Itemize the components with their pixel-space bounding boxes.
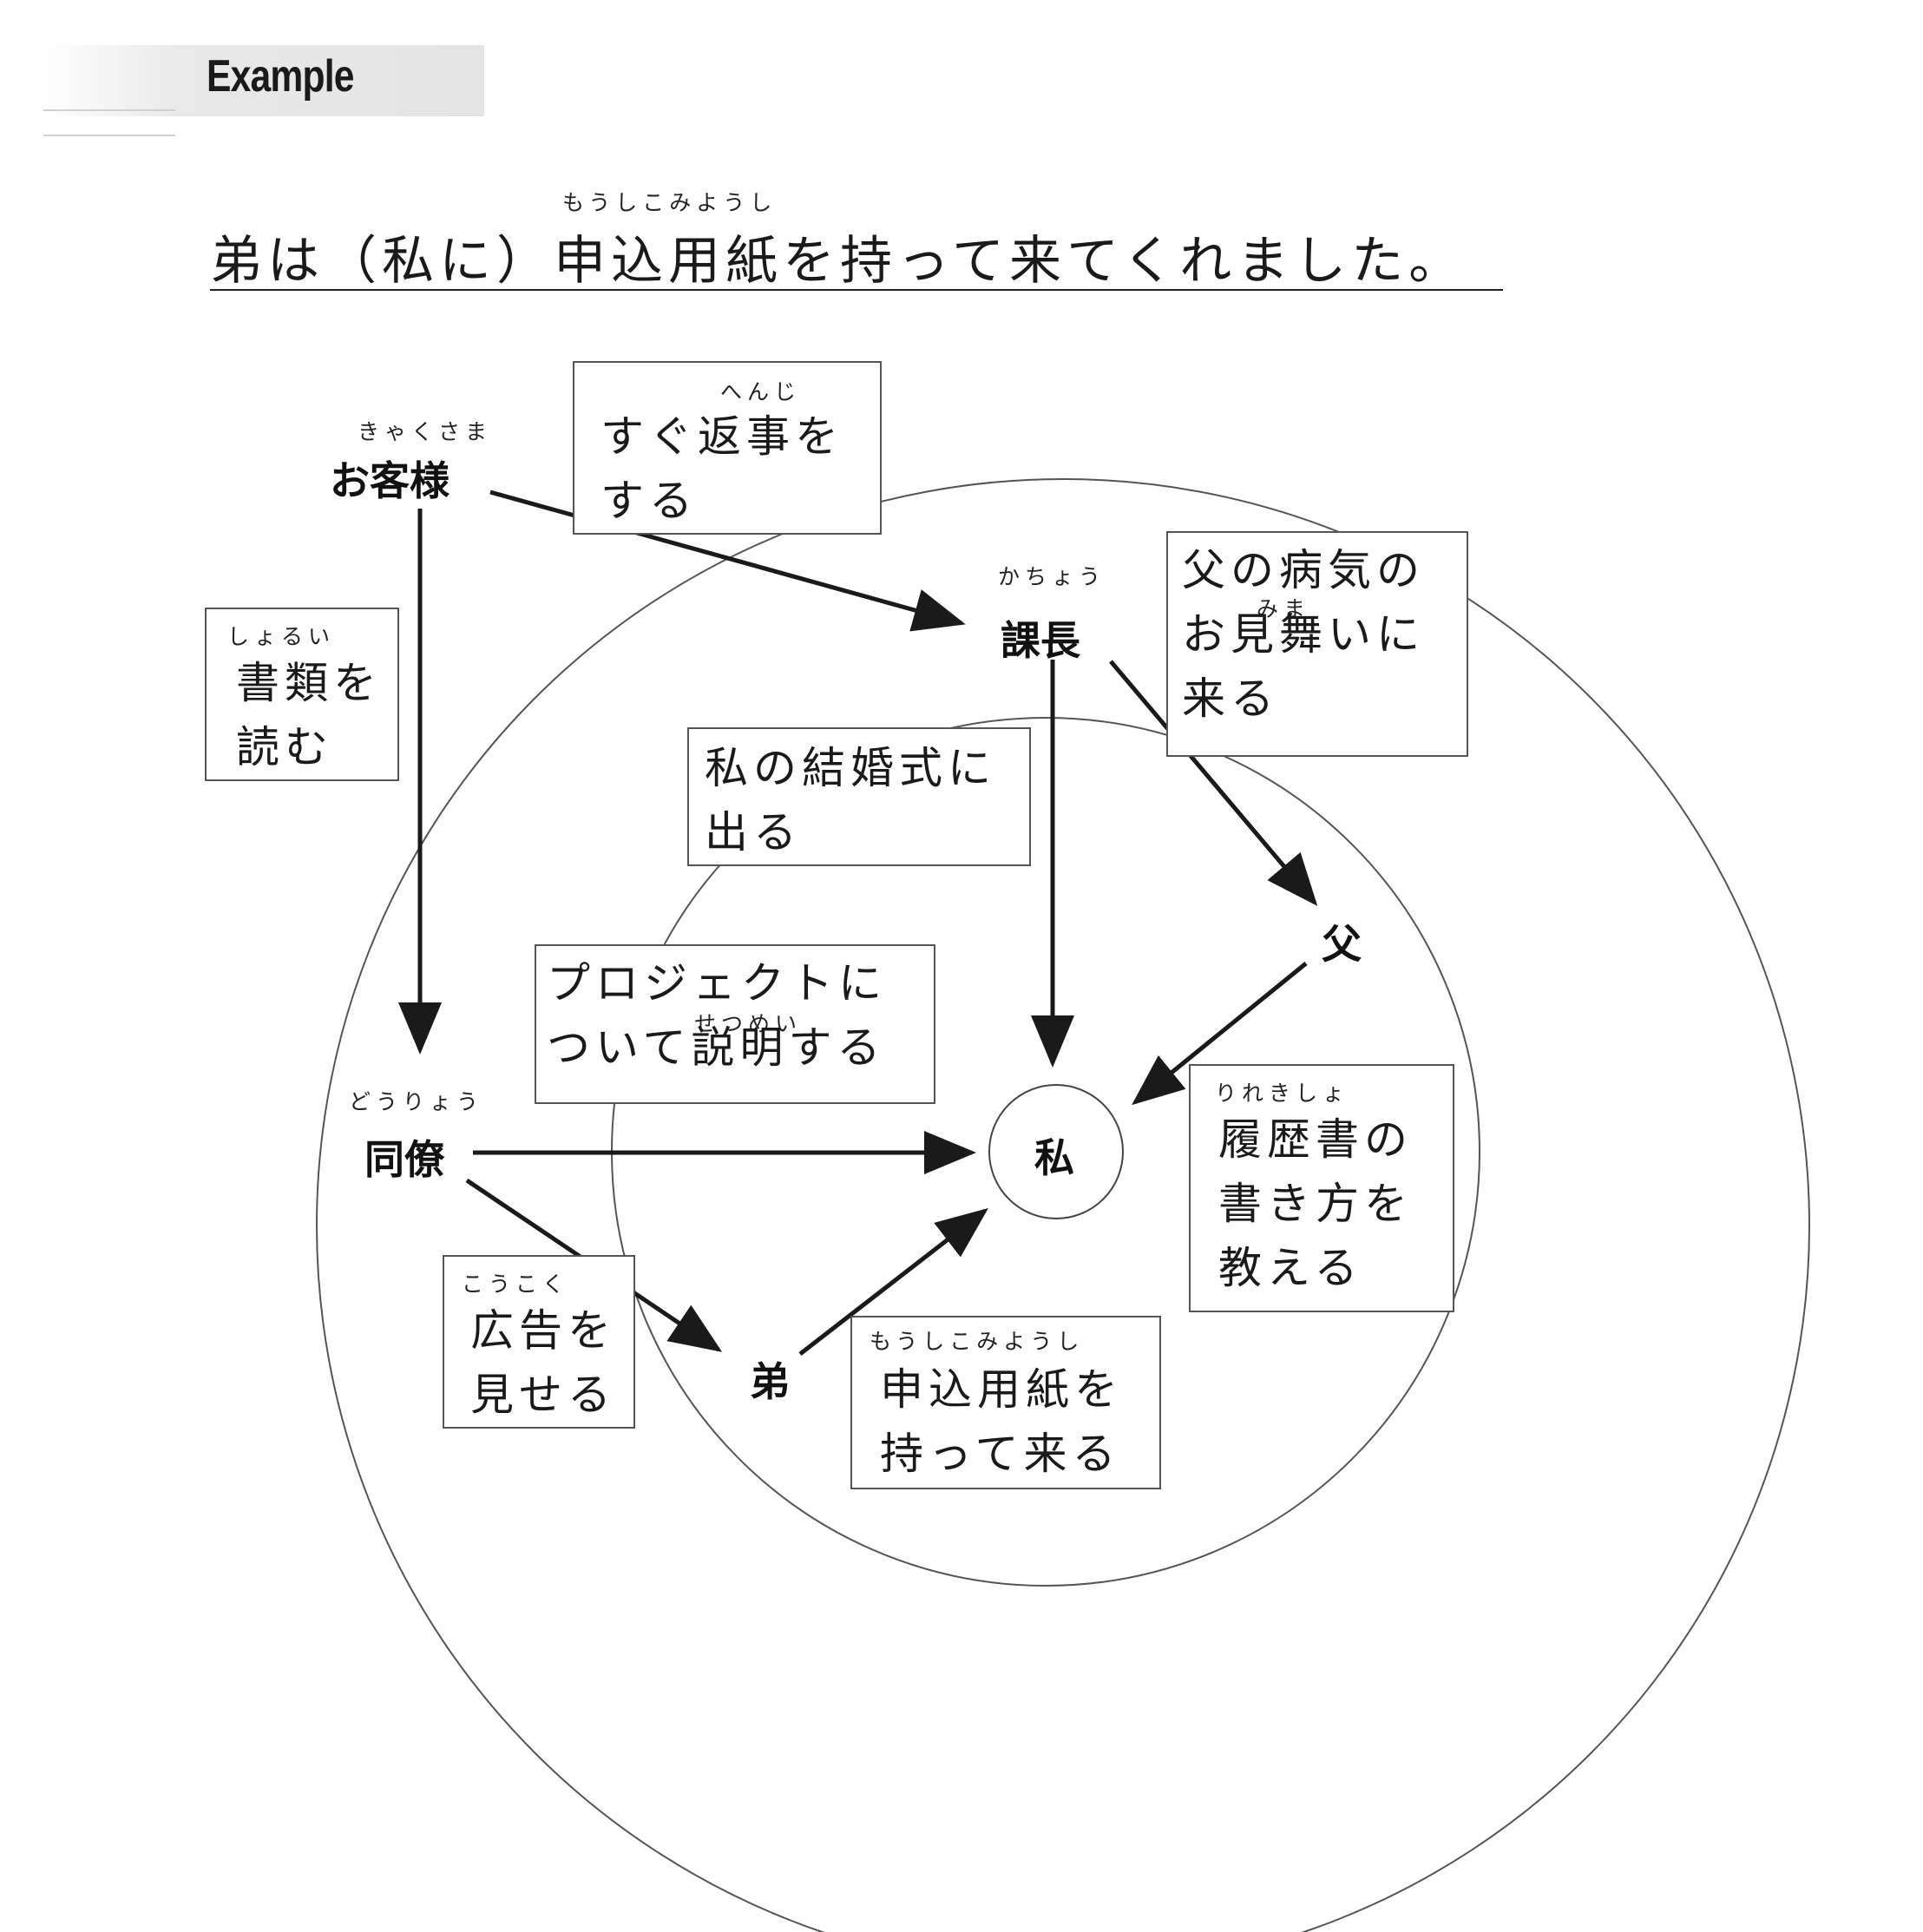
box-henji-text: すぐ返事を する xyxy=(601,411,843,526)
node-otouto: 弟 xyxy=(750,1358,790,1405)
node-chichi: 父 xyxy=(1322,921,1362,968)
node-kacho: 課長 xyxy=(1001,617,1080,664)
doryo-ruby: どうりょう xyxy=(349,1089,484,1114)
box-kekkon xyxy=(687,727,1031,866)
arrow-kacho-chichi xyxy=(1109,660,1318,906)
sentence-ruby: もうしこみようし xyxy=(562,190,778,215)
okyakusama-ruby: きゃくさま xyxy=(358,419,493,444)
outer-circle xyxy=(316,478,1810,1932)
box-koukoku-text: 広告を 見せる xyxy=(470,1305,616,1420)
box-kekkon-text: 私の結婚式に 出る xyxy=(705,743,996,858)
arrow-chichi-watashi xyxy=(1132,962,1308,1106)
header-rule-1 xyxy=(43,109,175,111)
box-moushikomi-ruby: もうしこみようし xyxy=(870,1329,1085,1354)
box-mimai-ruby: みま xyxy=(1257,596,1311,621)
node-watashi: 私 xyxy=(1034,1134,1074,1181)
node-okyakusama: お客様 xyxy=(330,457,450,504)
kacho-ruby: かちょう xyxy=(998,564,1106,589)
box-rirekisho-text: 履歴書の 書き方を 教える xyxy=(1218,1114,1413,1293)
example-sentence: 弟は（私に）申込用紙を持って来てくれました。 xyxy=(210,231,1467,292)
box-rirekisho xyxy=(1189,1064,1454,1312)
box-moushikomi-text: 申込用紙を 持って来る xyxy=(880,1364,1123,1479)
box-project-text: プロジェクトに ついて説明する xyxy=(547,958,887,1073)
header-band xyxy=(43,45,484,116)
box-shorui-ruby: しょるい xyxy=(227,624,336,649)
node-doryo: 同僚 xyxy=(364,1136,444,1183)
box-henji-ruby: へんじ xyxy=(720,379,802,404)
box-shorui-text: 書類を 読む xyxy=(236,658,382,772)
box-koukoku xyxy=(443,1255,635,1429)
box-shorui xyxy=(205,608,399,781)
box-project xyxy=(535,944,935,1104)
self-circle xyxy=(988,1084,1124,1219)
box-henji xyxy=(573,361,882,535)
box-mimai-text: 父の病気の お見舞いに 来る xyxy=(1182,545,1425,724)
sentence-underline xyxy=(210,289,1503,291)
arrow-otouto-watashi xyxy=(798,1207,988,1356)
box-project-ruby: せつめい xyxy=(694,1011,803,1036)
box-mimai xyxy=(1166,531,1468,757)
section-label: Example xyxy=(207,51,354,102)
box-rirekisho-ruby: りれきしょ xyxy=(1215,1081,1350,1106)
box-koukoku-ruby: こうこく xyxy=(462,1272,570,1297)
arrow-okyakusama-kacho xyxy=(489,490,966,632)
box-moushikomi xyxy=(850,1316,1161,1489)
header-rule-2 xyxy=(43,135,175,136)
